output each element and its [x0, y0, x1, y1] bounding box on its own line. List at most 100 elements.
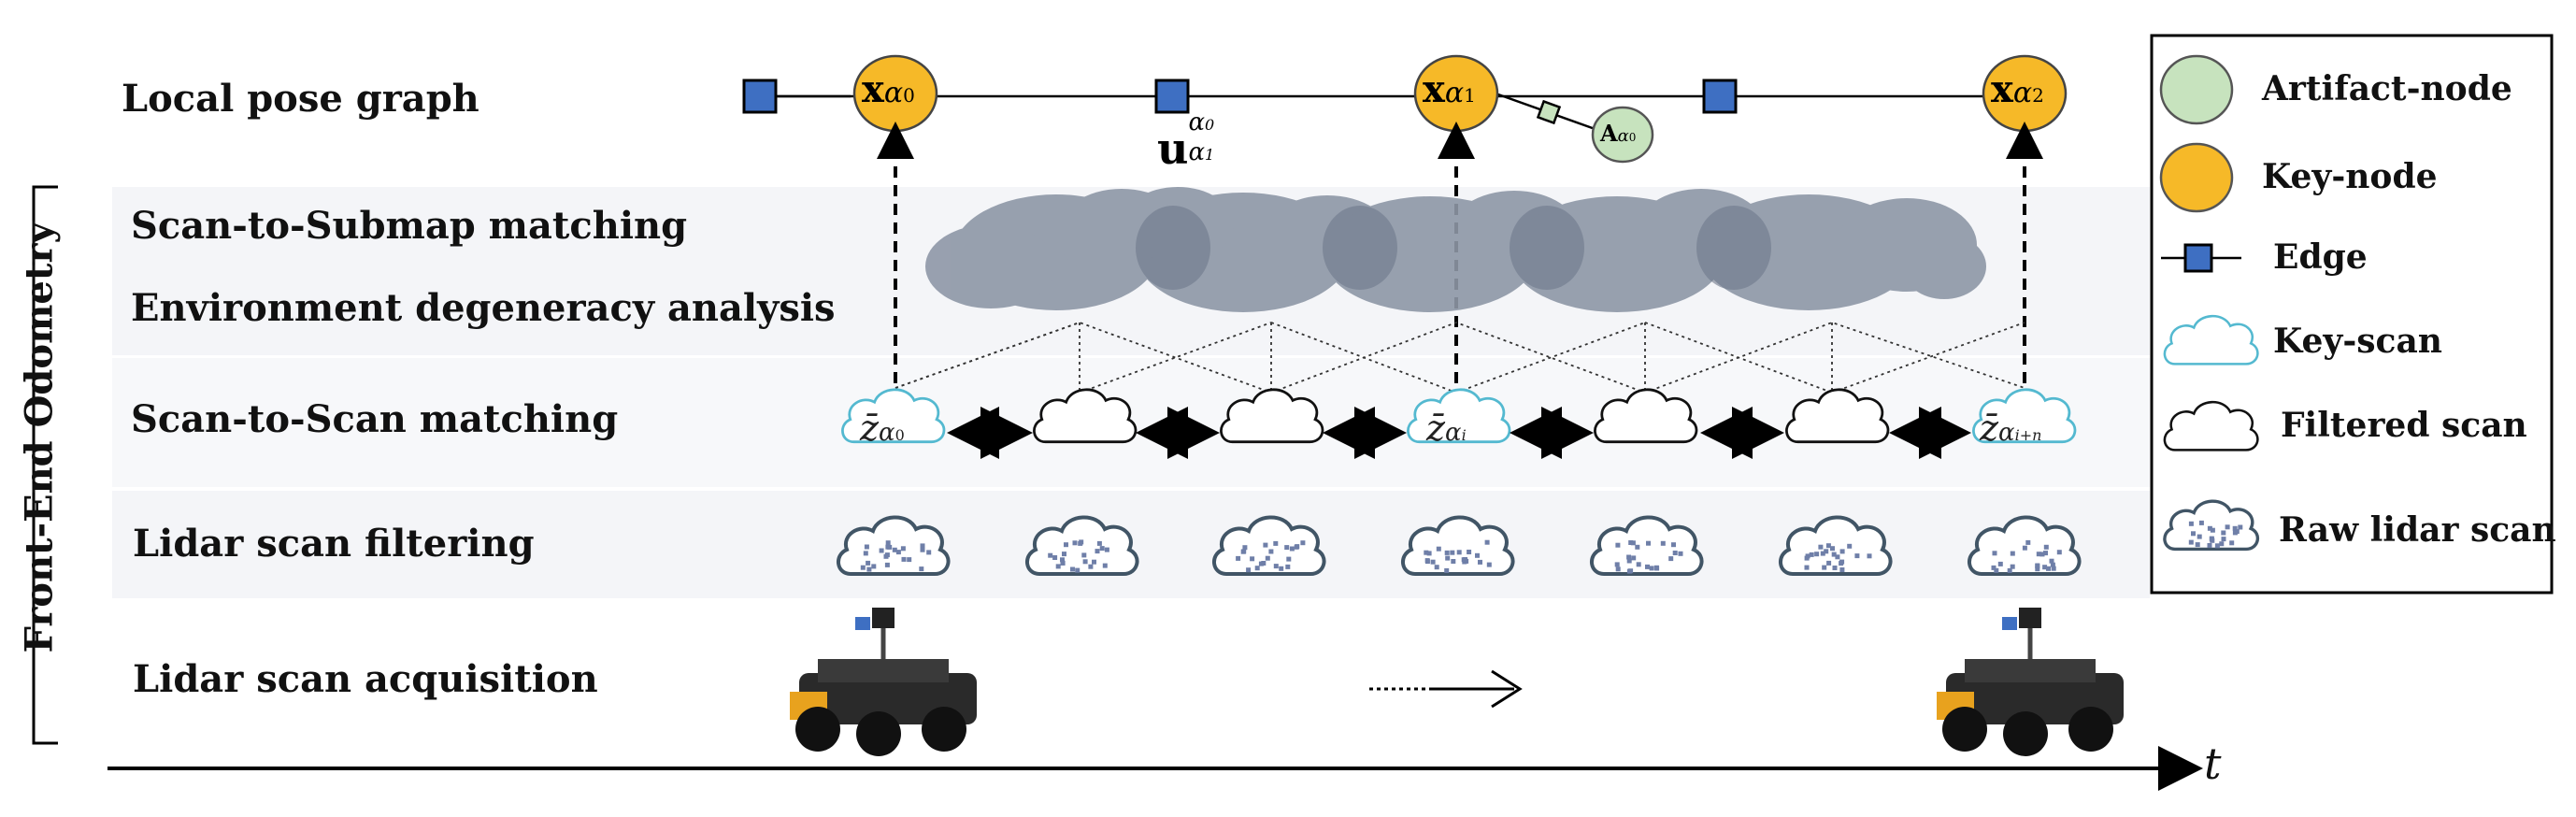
- lidar-point: [1630, 540, 1636, 546]
- lidar-point: [920, 547, 925, 552]
- legend-box: [2150, 34, 2554, 595]
- lidar-point: [887, 544, 893, 550]
- key-scan-label: z̄αi+n: [1980, 408, 2042, 449]
- lidar-point: [2232, 525, 2238, 531]
- lidar-point: [1678, 551, 1683, 556]
- lidar-point: [907, 557, 912, 563]
- key-node-label: xα0: [862, 67, 915, 111]
- lidar-point: [1847, 543, 1853, 549]
- lidar-point: [1424, 550, 1429, 555]
- lidar-point: [2229, 540, 2235, 546]
- lidar-point: [2039, 552, 2045, 557]
- edge-icon: [2183, 243, 2213, 273]
- lidar-point: [1434, 565, 1439, 570]
- lidar-point: [1436, 546, 1441, 552]
- legend-label-key-node: Key-node: [2262, 157, 2438, 196]
- lidar-point: [1430, 559, 1436, 565]
- lidar-point: [1804, 565, 1810, 570]
- lidar-point: [1055, 564, 1061, 569]
- lidar-point: [863, 551, 868, 556]
- artifact-edge-square: [1536, 99, 1562, 125]
- lidar-point: [1444, 550, 1450, 555]
- row-label-local-pose-graph: Local pose graph: [122, 77, 479, 121]
- lidar-point: [2221, 530, 2226, 536]
- lidar-point: [1242, 545, 1248, 551]
- lidar-point: [1854, 553, 1860, 559]
- legend-label-filtered-scan: Filtered scan: [2281, 406, 2527, 445]
- lidar-point: [1268, 549, 1274, 554]
- lidar-point: [1082, 559, 1088, 565]
- lidar-point: [864, 544, 869, 550]
- lidar-point: [1614, 562, 1620, 567]
- lidar-point: [1096, 540, 1102, 546]
- row-label-lidar-filtering: Lidar scan filtering: [133, 522, 535, 566]
- lidar-point: [1467, 550, 1472, 554]
- lidar-point: [2219, 541, 2225, 547]
- lidar-point: [1052, 555, 1058, 560]
- lidar-point: [1636, 562, 1641, 567]
- legend-label-key-scan: Key-scan: [2273, 322, 2442, 361]
- lidar-point: [879, 548, 884, 553]
- lidar-point: [2035, 566, 2040, 572]
- lidar-point: [1263, 542, 1268, 548]
- lidar-point: [1830, 546, 1835, 552]
- lidar-point: [1424, 558, 1430, 564]
- lidar-point: [2035, 564, 2040, 569]
- lidar-point: [1300, 540, 1306, 546]
- motion-arrowhead: [1491, 669, 1523, 709]
- lidar-point: [1832, 566, 1838, 570]
- lidar-point: [1236, 555, 1241, 561]
- key-node-icon: [2159, 142, 2234, 213]
- lidar-point: [1615, 542, 1621, 548]
- lidar-point: [1668, 556, 1674, 562]
- edge-square: [742, 79, 778, 114]
- lidar-point: [1645, 564, 1650, 569]
- lidar-point: [1997, 561, 2003, 566]
- raw-lidar-scans: [838, 517, 2080, 574]
- lidar-point: [926, 550, 932, 555]
- lidar-point: [1075, 567, 1080, 573]
- lidar-point: [1626, 568, 1632, 574]
- lidar-point: [1461, 557, 1467, 563]
- edge-square: [1154, 79, 1190, 114]
- lidar-point: [1660, 540, 1666, 546]
- legend-label-edge: Edge: [2273, 237, 2368, 277]
- lidar-point: [1241, 549, 1247, 554]
- lidar-point: [1649, 566, 1654, 571]
- lidar-point: [885, 540, 891, 546]
- lidar-point: [1062, 552, 1066, 557]
- lidar-point: [2050, 562, 2055, 567]
- lidar-point: [1286, 556, 1292, 562]
- lidar-point: [2225, 524, 2230, 530]
- lidar-point: [2232, 530, 2238, 536]
- lidar-point: [1451, 559, 1456, 564]
- submap-cloud-overlaps: [1136, 206, 1771, 290]
- lidar-point: [1072, 540, 1078, 546]
- lidar-point: [2195, 542, 2200, 548]
- lidar-point: [2188, 521, 2194, 526]
- lidar-point: [900, 546, 906, 552]
- lidar-point: [1835, 554, 1840, 560]
- lidar-point: [2056, 550, 2062, 555]
- lidar-point: [1825, 543, 1831, 549]
- lidar-point: [2051, 566, 2056, 571]
- lidar-point: [1646, 540, 1651, 546]
- front-end-odometry-label: Front-End Odometry: [17, 222, 62, 653]
- raw-lidar-scan-icon: [2163, 499, 2260, 552]
- lidar-point: [2198, 520, 2204, 525]
- lidar-point: [1088, 564, 1094, 569]
- lidar-point: [2042, 565, 2048, 570]
- lidar-point: [2010, 551, 2015, 556]
- lidar-point: [860, 565, 866, 570]
- lidar-point: [1102, 563, 1108, 568]
- lidar-point: [2043, 544, 2049, 550]
- lidar-point: [2046, 566, 2051, 571]
- lidar-point: [884, 562, 890, 567]
- lidar-point: [2036, 552, 2041, 557]
- lidar-point: [1450, 550, 1455, 555]
- lidar-point: [2188, 539, 2194, 545]
- lidar-point: [1060, 557, 1065, 563]
- key-node-label: xα1: [1423, 67, 1476, 111]
- lidar-point: [1070, 566, 1075, 572]
- lidar-point: [1839, 549, 1845, 554]
